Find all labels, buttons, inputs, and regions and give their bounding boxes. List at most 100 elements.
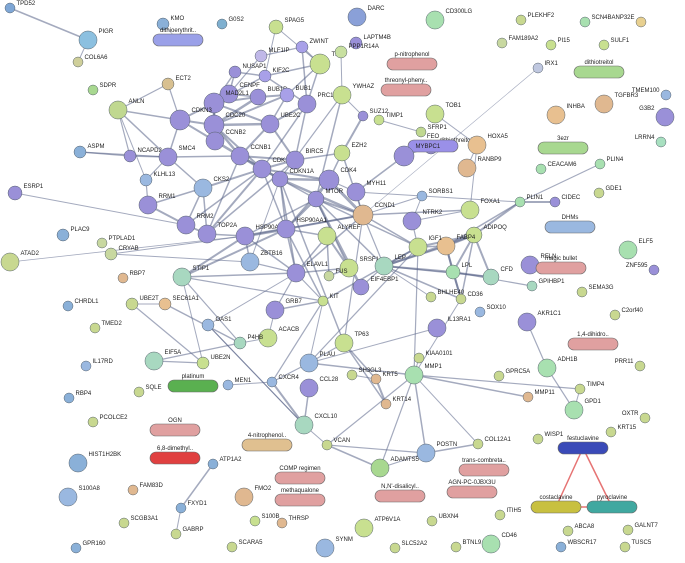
node-pnitrophenol[interactable]: p-nitrophenol xyxy=(386,52,438,71)
node-gde1[interactable]: GDE1 xyxy=(593,186,623,199)
node-klhl13[interactable]: KLHL13 xyxy=(139,172,176,187)
node-il17rd[interactable]: IL17RD xyxy=(80,359,114,372)
node-pill-shape[interactable] xyxy=(274,493,326,507)
node-prc1[interactable]: PRC1 xyxy=(297,93,334,114)
node-circle-shape[interactable] xyxy=(309,53,331,75)
node-circle-shape[interactable] xyxy=(579,16,591,28)
node-rbp7[interactable]: RBP7 xyxy=(117,271,146,284)
node-cxcl10[interactable]: CXCL10 xyxy=(294,414,338,435)
node-pill-shape[interactable] xyxy=(557,441,609,455)
node-darc[interactable]: DARC xyxy=(347,6,385,27)
node-circle-shape[interactable] xyxy=(295,40,309,54)
node-circle-shape[interactable] xyxy=(249,88,267,106)
node-circle-shape[interactable] xyxy=(80,360,92,372)
node-cidec[interactable]: CIDEC xyxy=(549,195,581,208)
node-suz12[interactable]: SUZ12 xyxy=(357,109,389,122)
node-circle-shape[interactable] xyxy=(354,518,374,538)
node-cdk1[interactable]: CDK1 xyxy=(252,158,289,179)
node-circle-shape[interactable] xyxy=(62,300,74,312)
node-ccl28[interactable]: CCL28 xyxy=(299,377,339,398)
node-sdpr[interactable]: SDPR xyxy=(87,83,117,96)
node-circle-shape[interactable] xyxy=(655,107,675,127)
node-scara5[interactable]: SCARA5 xyxy=(226,540,263,553)
node-circle-shape[interactable] xyxy=(271,170,289,188)
node-mmp1[interactable]: MMP1 xyxy=(404,364,442,385)
node-cdkn3[interactable]: CDKN3 xyxy=(169,108,213,131)
node-bub1b[interactable]: BUB1B xyxy=(249,87,287,106)
node-zbtb16[interactable]: ZBTB16 xyxy=(240,251,283,272)
node-circle-shape[interactable] xyxy=(176,215,196,235)
node-pill-shape[interactable] xyxy=(149,423,201,437)
node-circle-shape[interactable] xyxy=(555,541,567,553)
node-circle-shape[interactable] xyxy=(460,200,480,220)
node-esrp1[interactable]: ESRP1 xyxy=(7,184,44,201)
node-eif5a[interactable]: EIF5A xyxy=(144,350,181,371)
node-kif2c[interactable]: KIF2C xyxy=(258,68,290,83)
node-gpr160[interactable]: GPR160 xyxy=(70,541,106,554)
node-circle-shape[interactable] xyxy=(526,280,538,292)
node-circle-shape[interactable] xyxy=(455,293,467,305)
node-14dihidro[interactable]: 1,4-dihidro.. xyxy=(567,332,619,351)
node-circle-shape[interactable] xyxy=(594,158,606,170)
node-pill-shape[interactable] xyxy=(380,83,432,97)
node-pill-shape[interactable] xyxy=(241,438,293,452)
node-circle-shape[interactable] xyxy=(268,19,284,35)
node-circle-shape[interactable] xyxy=(496,37,508,49)
node-circle-shape[interactable] xyxy=(307,190,325,208)
node-circle-shape[interactable] xyxy=(339,258,359,278)
node-krt5[interactable]: KRT5 xyxy=(370,372,398,385)
node-circle-shape[interactable] xyxy=(158,147,178,167)
node-circle-shape[interactable] xyxy=(56,228,70,242)
node-platinum[interactable]: platinum xyxy=(167,374,219,393)
node-circle-shape[interactable] xyxy=(609,309,621,321)
node-circle-shape[interactable] xyxy=(294,415,314,435)
node-mmp11[interactable]: MMP11 xyxy=(522,390,555,403)
node-circle-shape[interactable] xyxy=(125,297,139,311)
node-pill-shape[interactable] xyxy=(407,139,459,153)
node-scgb3a1[interactable]: SCGB3A1 xyxy=(118,516,159,529)
node-postn[interactable]: POSTN xyxy=(416,442,457,463)
node-circle-shape[interactable] xyxy=(416,443,436,463)
node-pill-shape[interactable] xyxy=(573,65,625,79)
node-circle-shape[interactable] xyxy=(380,398,392,410)
node-ect2[interactable]: ECT2 xyxy=(161,76,192,91)
node-circle-shape[interactable] xyxy=(537,358,557,378)
node-hsp90aa1[interactable]: HSP90AA1 xyxy=(276,218,328,239)
node-pill-shape[interactable] xyxy=(152,33,204,47)
node-ubxn4[interactable]: UBXN4 xyxy=(426,514,459,527)
node-sulf1[interactable]: SULF1 xyxy=(598,38,630,51)
node-circle-shape[interactable] xyxy=(0,252,20,272)
node-circle-shape[interactable] xyxy=(408,237,428,257)
node-g3b2[interactable]: G3B2 xyxy=(639,106,675,127)
node-circle-shape[interactable] xyxy=(457,158,477,178)
node-circle-shape[interactable] xyxy=(228,65,242,79)
node-circle-shape[interactable] xyxy=(87,416,99,428)
node-col6a6[interactable]: COL6A6 xyxy=(72,55,108,68)
node-plekhf2[interactable]: PLEKHF2 xyxy=(515,13,555,26)
node-c2orf40[interactable]: C2orf40 xyxy=(609,308,644,321)
node-threonyl[interactable]: threonyl-pheny.. xyxy=(380,78,432,97)
node-circle-shape[interactable] xyxy=(522,391,534,403)
node-sorbs1[interactable]: SORBS1 xyxy=(416,189,454,202)
node-vcan[interactable]: VCAN xyxy=(321,438,350,451)
node-festuclavine[interactable]: festuclavine xyxy=(557,436,609,455)
node-circle-shape[interactable] xyxy=(216,18,228,30)
node-smc4[interactable]: SMC4 xyxy=(158,146,196,167)
node-eif4ebp1[interactable]: EIF4EBP1 xyxy=(352,277,399,296)
node-slc52a2[interactable]: SLC52A2 xyxy=(389,541,428,554)
node-circle-shape[interactable] xyxy=(235,226,255,246)
node-fmo2[interactable]: FMO2 xyxy=(234,486,272,507)
node-circle-shape[interactable] xyxy=(240,252,260,272)
node-ube2c[interactable]: UBE2C xyxy=(260,113,301,134)
node-dithiocarb[interactable]: dithioerythrit.. xyxy=(152,28,204,47)
node-mtor[interactable]: MTOR xyxy=(307,189,344,208)
node-circle-shape[interactable] xyxy=(161,77,175,91)
node-circle-shape[interactable] xyxy=(450,541,462,553)
node-circle-shape[interactable] xyxy=(493,370,505,382)
node-circle-shape[interactable] xyxy=(639,412,651,424)
node-wbscr17[interactable]: WBSCR17 xyxy=(555,540,597,553)
node-circle-shape[interactable] xyxy=(370,373,382,385)
node-circle-shape[interactable] xyxy=(279,87,295,103)
node-fus[interactable]: FUS xyxy=(323,269,348,282)
node-circle-shape[interactable] xyxy=(78,30,98,50)
